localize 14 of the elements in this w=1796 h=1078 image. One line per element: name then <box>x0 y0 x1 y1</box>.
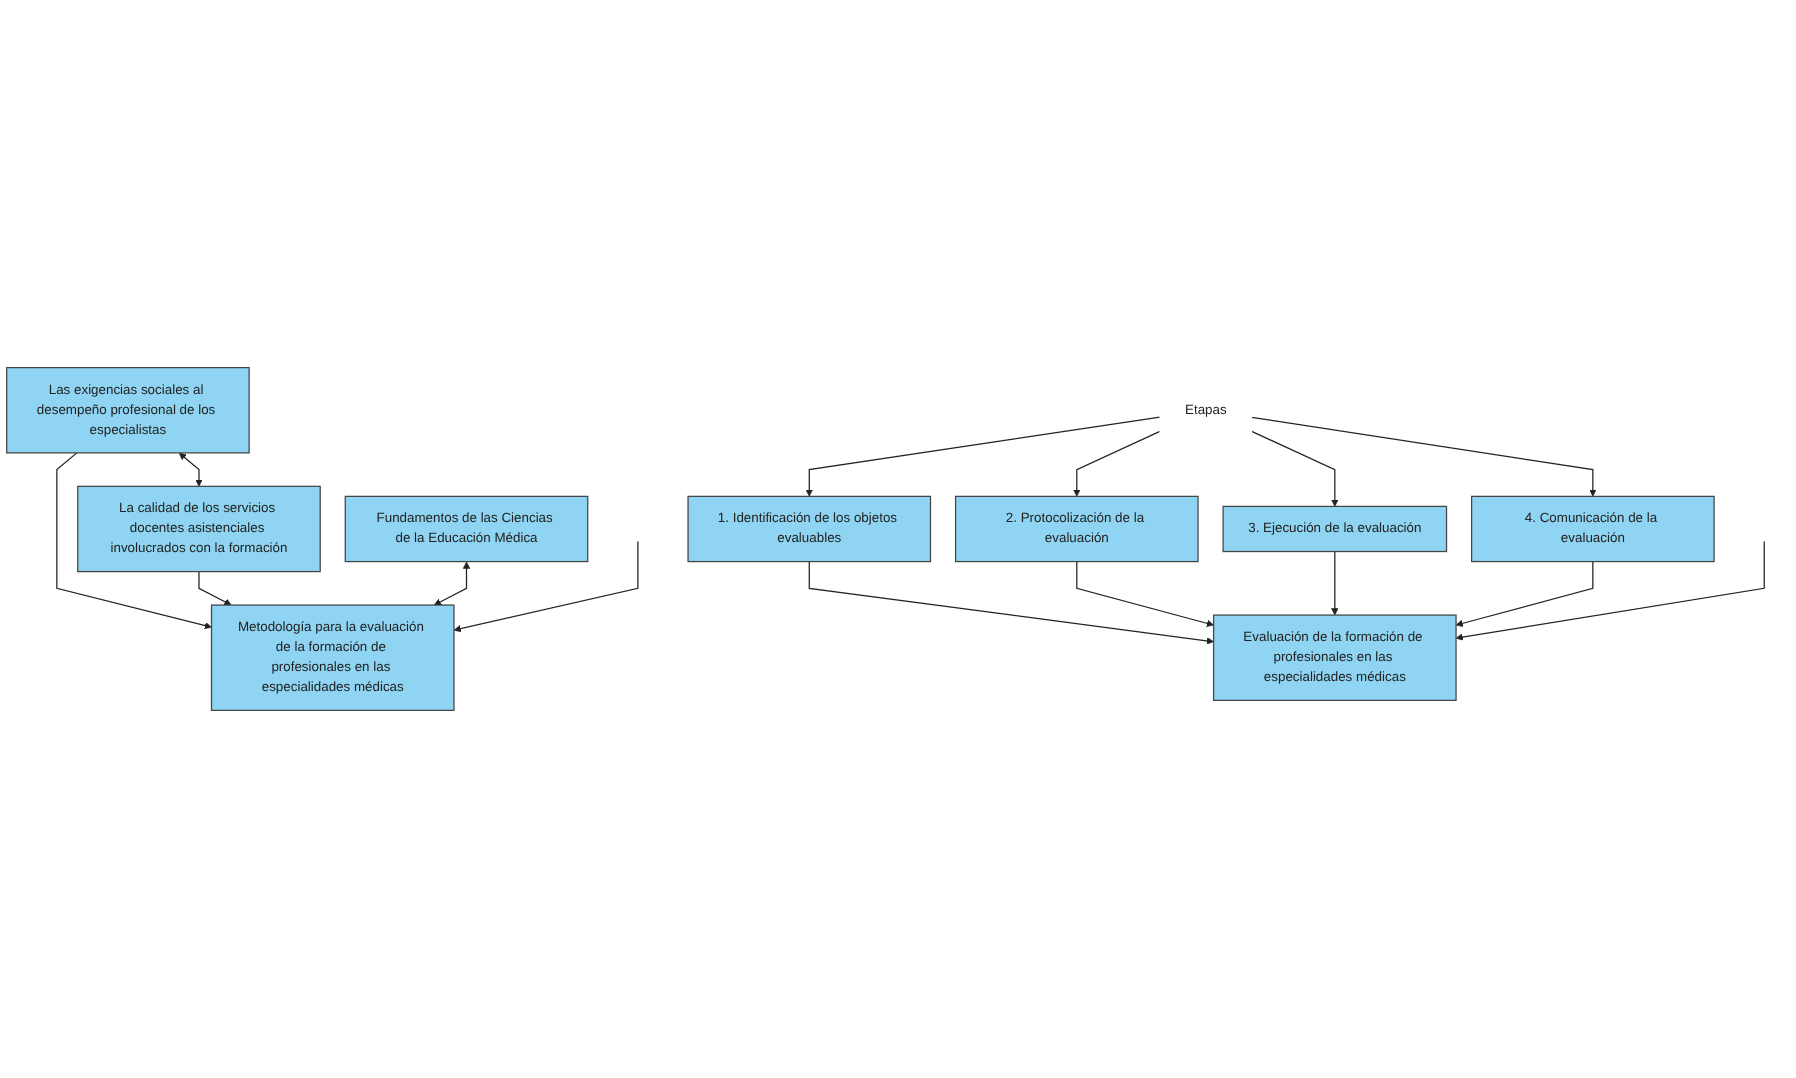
arrow <box>1455 540 1765 641</box>
arrow <box>433 561 471 606</box>
arrow <box>1455 560 1594 627</box>
arrow <box>1251 416 1597 497</box>
arrow <box>808 560 1214 645</box>
arrow <box>1076 560 1214 627</box>
arrow <box>1073 430 1161 497</box>
arrow <box>805 416 1161 497</box>
arrow <box>453 540 639 633</box>
arrow <box>1251 430 1339 507</box>
arrow <box>178 452 203 487</box>
arrow <box>56 452 212 630</box>
arrow <box>1331 550 1339 616</box>
arrow <box>198 571 232 606</box>
